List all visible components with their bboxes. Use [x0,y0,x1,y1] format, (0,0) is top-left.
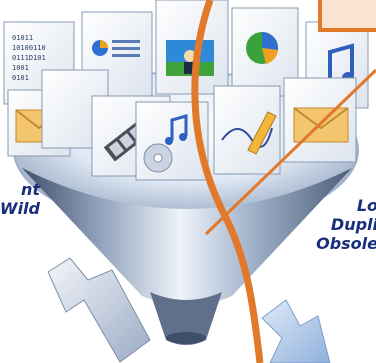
orange-branch [204,68,376,236]
mail-document-right-icon [283,77,357,163]
photo-document-icon [155,0,229,95]
svg-text:01011: 01011 [12,34,33,42]
svg-text:10100110: 10100110 [12,44,46,52]
right-caption-line-2: Dupli [330,215,376,234]
funnel-cone [22,168,352,306]
right-output-arrow [261,299,331,363]
left-caption-line-2: Wild [0,199,40,218]
right-caption: Lo Dupli Obsole [286,196,376,253]
left-caption-line-1: nt [20,180,40,199]
left-output-arrow [47,257,151,363]
orange-box [318,0,376,32]
right-caption-line-3: Obsole [316,234,376,253]
left-caption: nt Wild [0,180,40,218]
svg-text:1001: 1001 [12,64,29,72]
svg-text:0111D101: 0111D101 [12,54,46,62]
funnel-spout [150,292,222,345]
orange-divider [191,0,264,363]
edit-document-icon [213,85,281,175]
svg-text:0101: 0101 [12,74,29,82]
right-caption-line-1: Lo [356,196,376,215]
